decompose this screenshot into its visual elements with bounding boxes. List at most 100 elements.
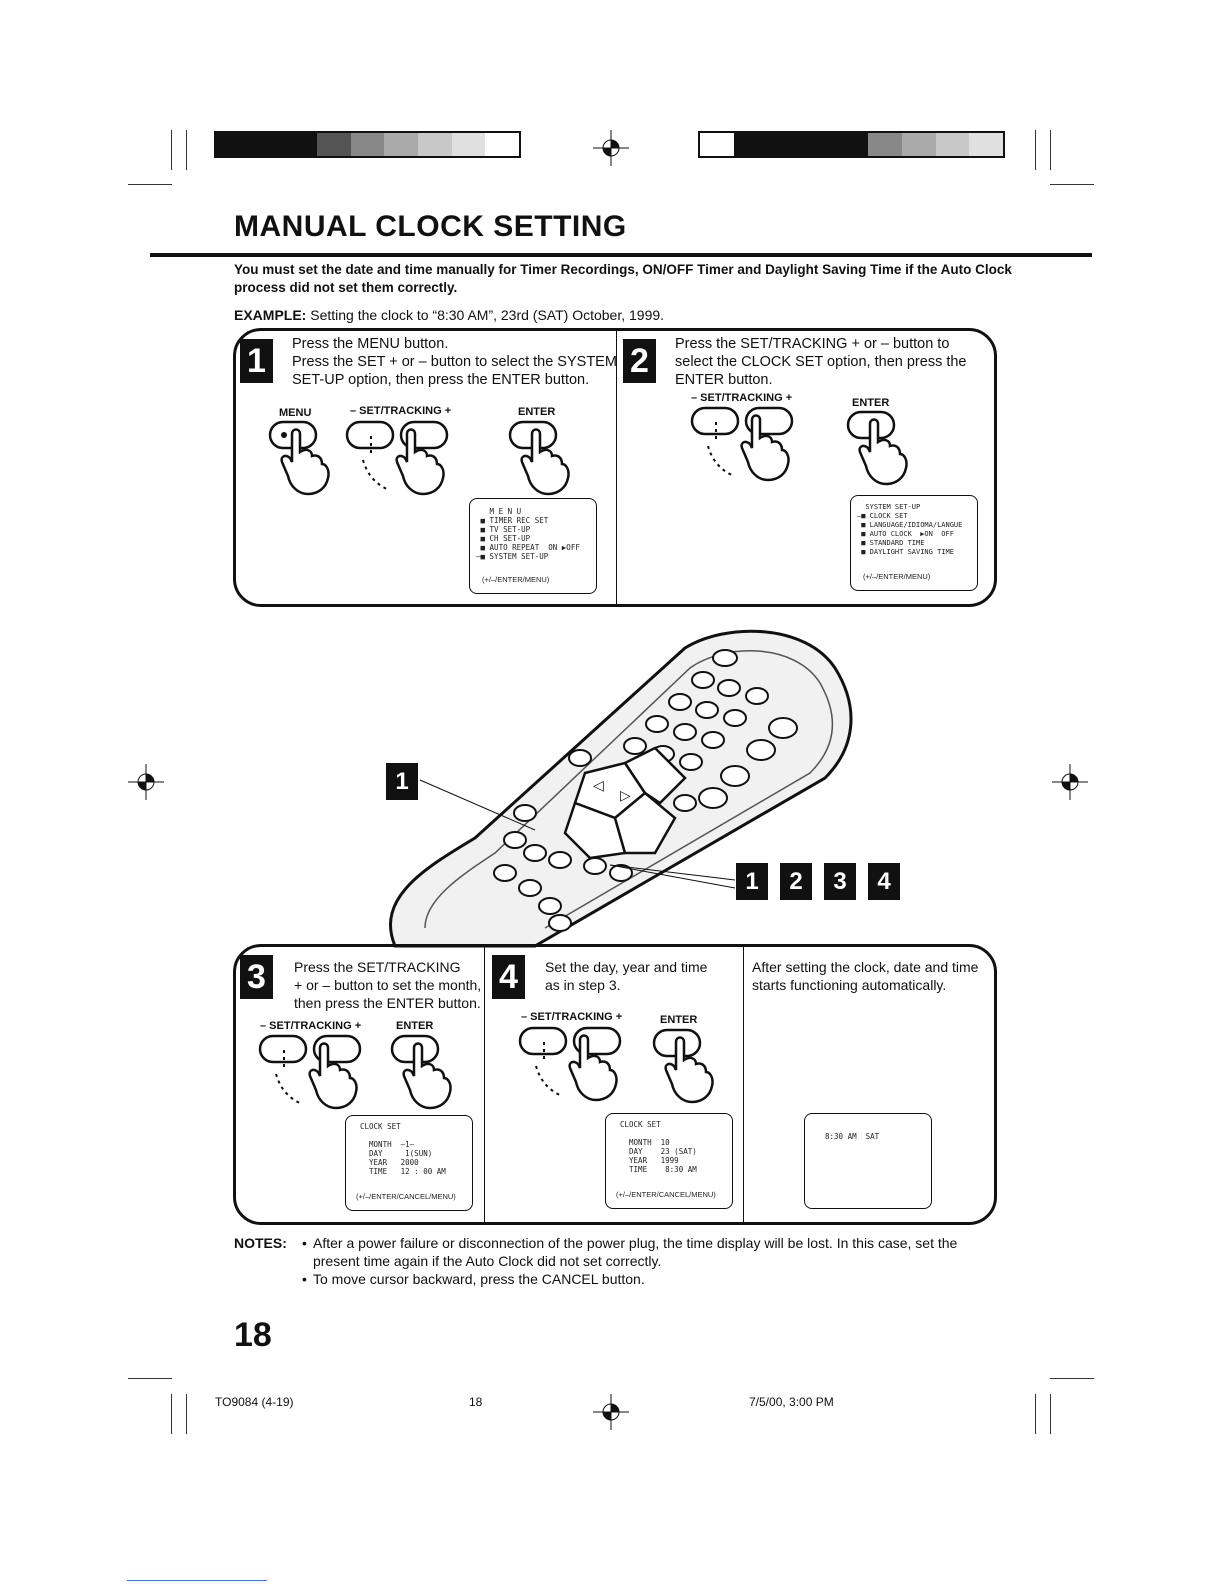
final-osd-clock: 8:30 AM SAT xyxy=(825,1132,880,1141)
set-tracking-button-label: – SET/TRACKING + xyxy=(521,1011,623,1023)
example-label: EXAMPLE: xyxy=(234,307,307,323)
hand-press-enter-icon xyxy=(846,410,908,486)
bottom-underline xyxy=(127,1580,267,1581)
step-2-line: ENTER button. xyxy=(675,372,773,388)
remote-control-illustration: ▷ ◁ xyxy=(388,629,853,948)
footer-timestamp: 7/5/00, 3:00 PM xyxy=(749,1395,834,1409)
step-3-text: Press the SET/TRACKING + or – button to … xyxy=(294,958,481,1012)
step-3-line: + or – button to set the month, xyxy=(294,977,482,993)
step-1-line: Press the MENU button. xyxy=(292,336,449,352)
step-1-osd-hint: (+/–/ENTER/MENU) xyxy=(482,575,550,584)
crosshair-icon xyxy=(1052,764,1088,800)
hand-press-set-tracking-icon xyxy=(345,420,449,496)
step-2-osd-hint: (+/–/ENTER/MENU) xyxy=(863,572,931,581)
hand-press-enter-icon xyxy=(652,1028,714,1104)
hand-press-menu-icon xyxy=(268,420,330,496)
panel-divider xyxy=(743,946,744,1223)
crop-mark xyxy=(186,1394,187,1434)
step-3-osd-hint: (+/–/ENTER/CANCEL/MENU) xyxy=(356,1192,456,1201)
remote-callout-step-badge: 2 xyxy=(780,863,812,900)
crop-mark xyxy=(128,1378,172,1379)
step-4-tv-screen: CLOCK SET MONTH 10 DAY 23 (SAT) YEAR 199… xyxy=(605,1113,733,1209)
registration-bar-left xyxy=(214,131,521,158)
final-line: starts functioning automatically. xyxy=(752,977,947,993)
callout-lines xyxy=(419,779,736,889)
step-1-text: Press the MENU button. Press the SET + o… xyxy=(292,335,617,389)
step-3-line: then press the ENTER button. xyxy=(294,995,481,1011)
note-item: To move cursor backward, press the CANCE… xyxy=(313,1271,645,1287)
footer-doc-code: TO9084 (4-19) xyxy=(215,1395,294,1409)
step-3-badge: 3 xyxy=(240,955,273,999)
enter-button-label: ENTER xyxy=(518,406,556,418)
remote-callout-step-badge: 4 xyxy=(868,863,900,900)
set-tracking-button-label: – SET/TRACKING + xyxy=(350,405,452,417)
crop-mark xyxy=(1050,1394,1051,1434)
hand-press-set-tracking-icon xyxy=(690,406,794,482)
enter-button-label: ENTER xyxy=(852,397,890,409)
step-2-tv-screen: SYSTEM SET-UP –■ CLOCK SET ■ LANGUAGE/ID… xyxy=(850,495,978,591)
notes-label: NOTES: xyxy=(234,1235,287,1251)
crop-mark xyxy=(1050,1378,1094,1379)
remote-callout-menu-badge: 1 xyxy=(386,763,418,800)
crop-mark xyxy=(1035,1394,1036,1434)
registration-bar-right xyxy=(698,131,1005,158)
footer-page: 18 xyxy=(469,1395,483,1409)
step-4-line: as in step 3. xyxy=(545,977,621,993)
crosshair-icon xyxy=(128,764,164,800)
step-1-line: SET-UP option, then press the ENTER butt… xyxy=(292,372,590,388)
crop-mark xyxy=(186,130,187,170)
step-1-osd-menu: M E N U ■ TIMER REC SET ■ TV SET-UP ■ CH… xyxy=(476,507,580,561)
crop-mark xyxy=(1050,130,1051,170)
enter-button-label: ENTER xyxy=(396,1020,434,1032)
svg-text:◁: ◁ xyxy=(593,778,604,794)
steps-3-4-panel xyxy=(233,944,997,1225)
intro-text: You must set the date and time manually … xyxy=(234,262,1012,295)
hand-press-set-tracking-icon xyxy=(258,1034,362,1110)
crosshair-icon xyxy=(593,1394,629,1430)
panel-divider xyxy=(484,946,485,1223)
notes-section: NOTES: •After a power failure or disconn… xyxy=(234,1234,1002,1288)
page-title: MANUAL CLOCK SETTING xyxy=(234,210,627,243)
step-2-text: Press the SET/TRACKING + or – button to … xyxy=(675,335,967,389)
crop-mark xyxy=(171,1394,172,1434)
step-4-text: Set the day, year and time as in step 3. xyxy=(545,958,707,994)
step-3-osd-menu: CLOCK SET MONTH –1– DAY 1(SUN) YEAR 2000… xyxy=(360,1122,446,1176)
menu-button-label: MENU xyxy=(279,407,312,419)
step-2-osd-menu: SYSTEM SET-UP –■ CLOCK SET ■ LANGUAGE/ID… xyxy=(857,503,963,556)
enter-button-label: ENTER xyxy=(660,1014,698,1026)
page-number: 18 xyxy=(234,1316,272,1354)
step-4-osd-menu: CLOCK SET MONTH 10 DAY 23 (SAT) YEAR 199… xyxy=(620,1120,697,1174)
step-3-line: Press the SET/TRACKING xyxy=(294,959,461,975)
example-line: EXAMPLE: Setting the clock to “8:30 AM”,… xyxy=(234,307,664,323)
crop-mark xyxy=(1035,130,1036,170)
set-tracking-button-label: – SET/TRACKING + xyxy=(691,392,793,404)
step-1-tv-screen: M E N U ■ TIMER REC SET ■ TV SET-UP ■ CH… xyxy=(469,498,597,594)
set-tracking-button-label: – SET/TRACKING + xyxy=(260,1020,362,1032)
step-2-line: select the CLOCK SET option, then press … xyxy=(675,354,967,370)
step-4-line: Set the day, year and time xyxy=(545,959,708,975)
crop-mark xyxy=(171,130,172,170)
panel-divider xyxy=(616,330,617,605)
step-2-badge: 2 xyxy=(623,339,656,383)
crop-mark xyxy=(1050,184,1094,185)
hand-press-enter-icon xyxy=(390,1034,452,1110)
remote-callout-step-badge: 1 xyxy=(736,863,768,900)
title-rule xyxy=(150,253,1092,257)
step-1-line: Press the SET + or – button to select th… xyxy=(292,354,617,370)
remote-callout-step-badge: 3 xyxy=(824,863,856,900)
note-item: After a power failure or disconnection o… xyxy=(312,1235,958,1269)
svg-text:▷: ▷ xyxy=(620,788,631,804)
hand-press-enter-icon xyxy=(508,420,570,496)
step-4-osd-hint: (+/–/ENTER/CANCEL/MENU) xyxy=(616,1190,716,1199)
step-2-line: Press the SET/TRACKING + or – button to xyxy=(675,336,950,352)
final-line: After setting the clock, date and time xyxy=(752,959,979,975)
crosshair-icon xyxy=(593,130,629,166)
step-1-badge: 1 xyxy=(240,339,273,383)
example-text: Setting the clock to “8:30 AM”, 23rd (SA… xyxy=(310,307,665,323)
step-3-tv-screen: CLOCK SET MONTH –1– DAY 1(SUN) YEAR 2000… xyxy=(345,1115,473,1211)
steps-1-2-panel xyxy=(233,328,997,607)
final-text: After setting the clock, date and time s… xyxy=(752,958,978,994)
hand-press-set-tracking-icon xyxy=(518,1026,622,1102)
step-4-badge: 4 xyxy=(492,955,525,999)
crop-mark xyxy=(128,184,172,185)
